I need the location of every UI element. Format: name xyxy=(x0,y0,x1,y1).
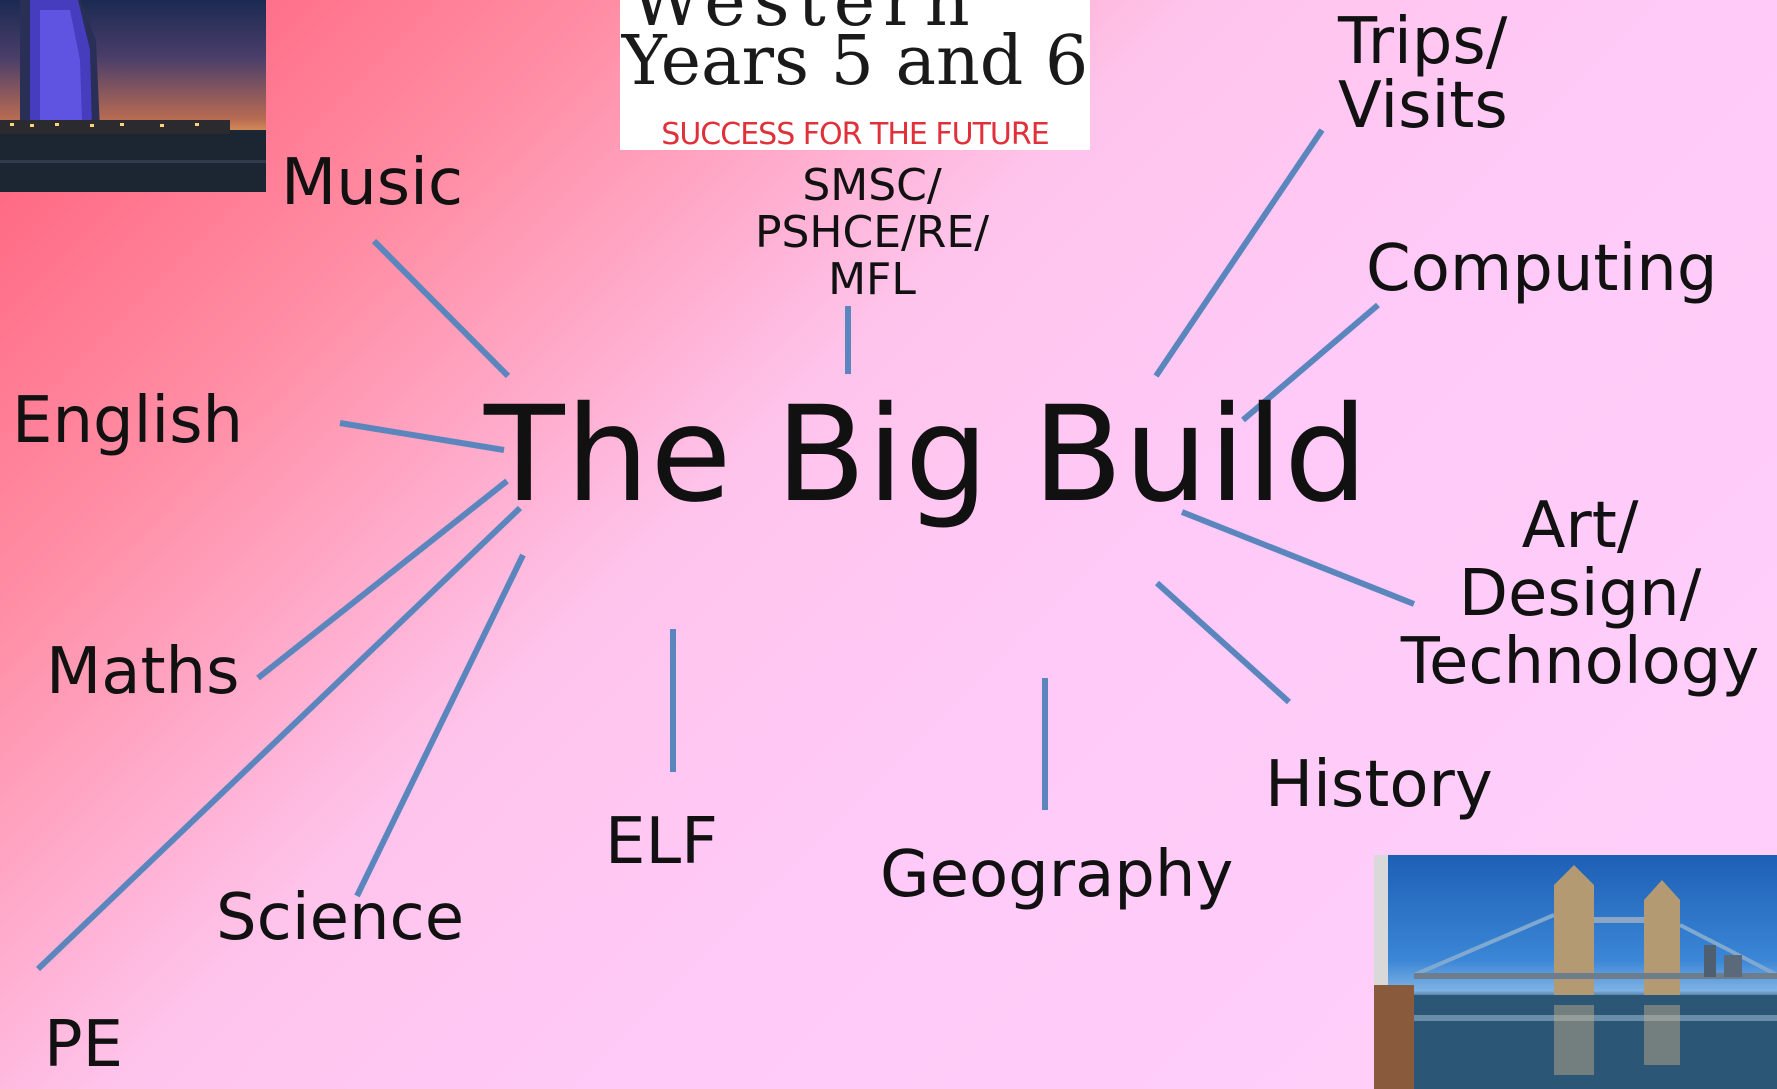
subject-pe: PE xyxy=(44,1008,124,1082)
connector-history xyxy=(1154,580,1292,705)
subject-music: Music xyxy=(281,146,464,220)
subject-science: Science xyxy=(216,881,465,955)
logo-years: Years 5 and 6 xyxy=(621,22,1089,101)
subject-history: History xyxy=(1265,748,1493,822)
connector-trips xyxy=(1153,128,1325,378)
subject-computing: Computing xyxy=(1366,232,1718,306)
subject-art-design-technology: Art/ Design/ Technology xyxy=(1400,489,1760,699)
tower-bridge-photo xyxy=(1374,855,1777,1089)
connector-computing xyxy=(1241,302,1380,423)
subject-smsc-pshce-re-mfl: SMSC/ PSHCE/RE/ MFL xyxy=(754,160,990,306)
logo-tagline: SUCCESS FOR THE FUTURE xyxy=(661,117,1049,150)
subject-elf: ELF xyxy=(605,805,718,879)
connector-music xyxy=(371,238,511,379)
connector-pe xyxy=(35,505,523,972)
central-topic-title: The Big Build xyxy=(484,378,1369,532)
subject-trips-visits: Trips/ Visits xyxy=(1338,5,1508,143)
connector-art xyxy=(1180,509,1416,607)
subject-maths: Maths xyxy=(46,635,240,709)
school-logo: Western Years 5 and 6 SUCCESS FOR THE FU… xyxy=(620,0,1090,150)
subject-english: English xyxy=(12,384,244,458)
connector-science xyxy=(354,553,526,898)
subject-geography: Geography xyxy=(880,838,1234,912)
logo-cropped-heading: Western xyxy=(630,0,978,42)
burj-al-arab-photo xyxy=(0,0,266,192)
connector-english xyxy=(339,420,505,453)
connector-maths xyxy=(256,478,509,681)
